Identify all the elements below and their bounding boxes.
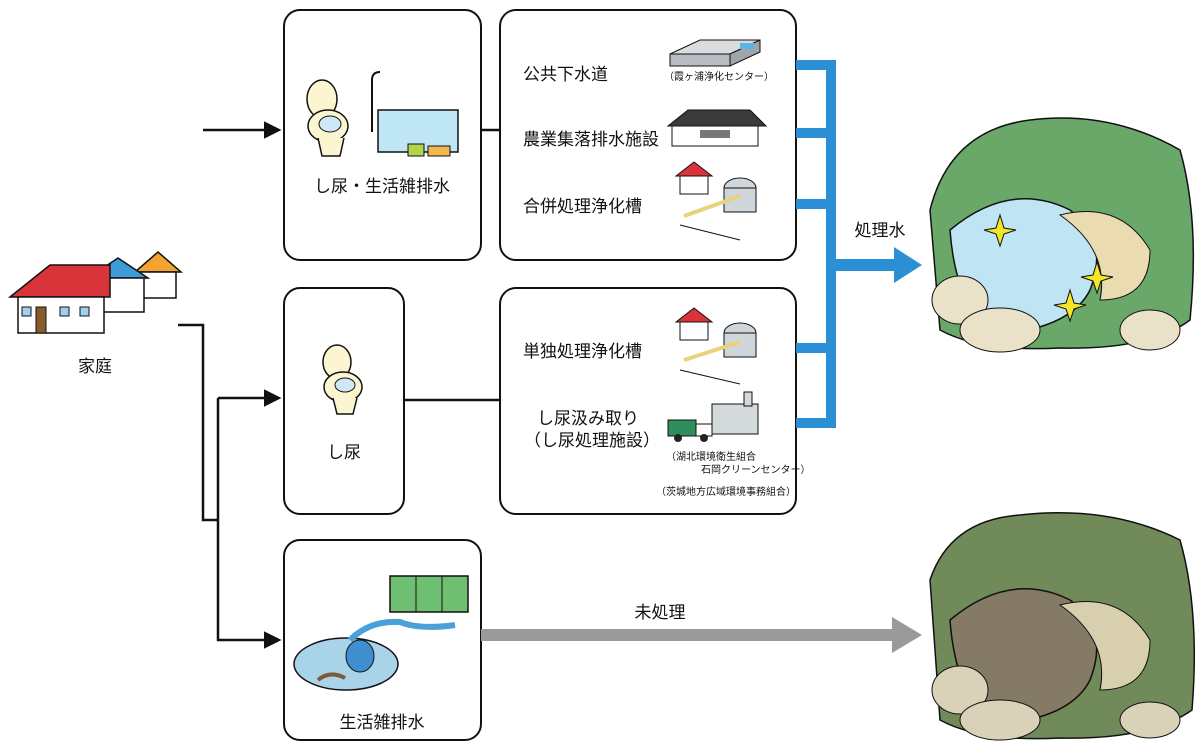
polluted-river-icon [929,512,1196,741]
facility-label: 農業集落排水施設 [523,130,659,150]
bathtub-icon [371,71,459,157]
facility-label: （し尿処理施設） [524,431,660,451]
facility-note: （湖北環境衛生組合 [666,452,756,463]
septic-tank-icon [674,307,757,385]
category-label: し尿 [327,443,361,463]
facility-label: 単独処理浄化槽 [523,342,642,362]
farm-building-icon [666,109,768,147]
untreated-label: 未処理 [634,603,686,623]
facility-label: 合併処理浄化槽 [523,197,642,217]
treated-water-label: 処理水 [854,221,906,241]
facility-note: 石岡クリーンセンター） [701,465,811,476]
facility-note: （霞ヶ浦浄化センター） [664,72,774,83]
facility-note: （茨城地方広域環境事務組合） [656,487,796,498]
flow-connectors [178,121,500,649]
facility-label: し尿汲み取り [537,409,639,429]
toilet-icon [306,79,349,157]
toilet-icon [322,344,363,415]
facility-label: 公共下水道 [523,65,608,85]
dirty-water-icon [293,575,469,691]
septic-tank-icon [674,161,757,241]
truck-facility-icon [667,391,759,442]
houses-icon [7,251,184,334]
source-label: 家庭 [78,357,112,377]
clean-river-icon [929,117,1195,353]
sewage-plant-icon [669,39,761,67]
category-label: 生活雑排水 [339,713,425,733]
treated-water-arrows [796,60,922,428]
untreated-arrow [481,617,922,653]
category-label: し尿・生活雑排水 [314,177,450,197]
